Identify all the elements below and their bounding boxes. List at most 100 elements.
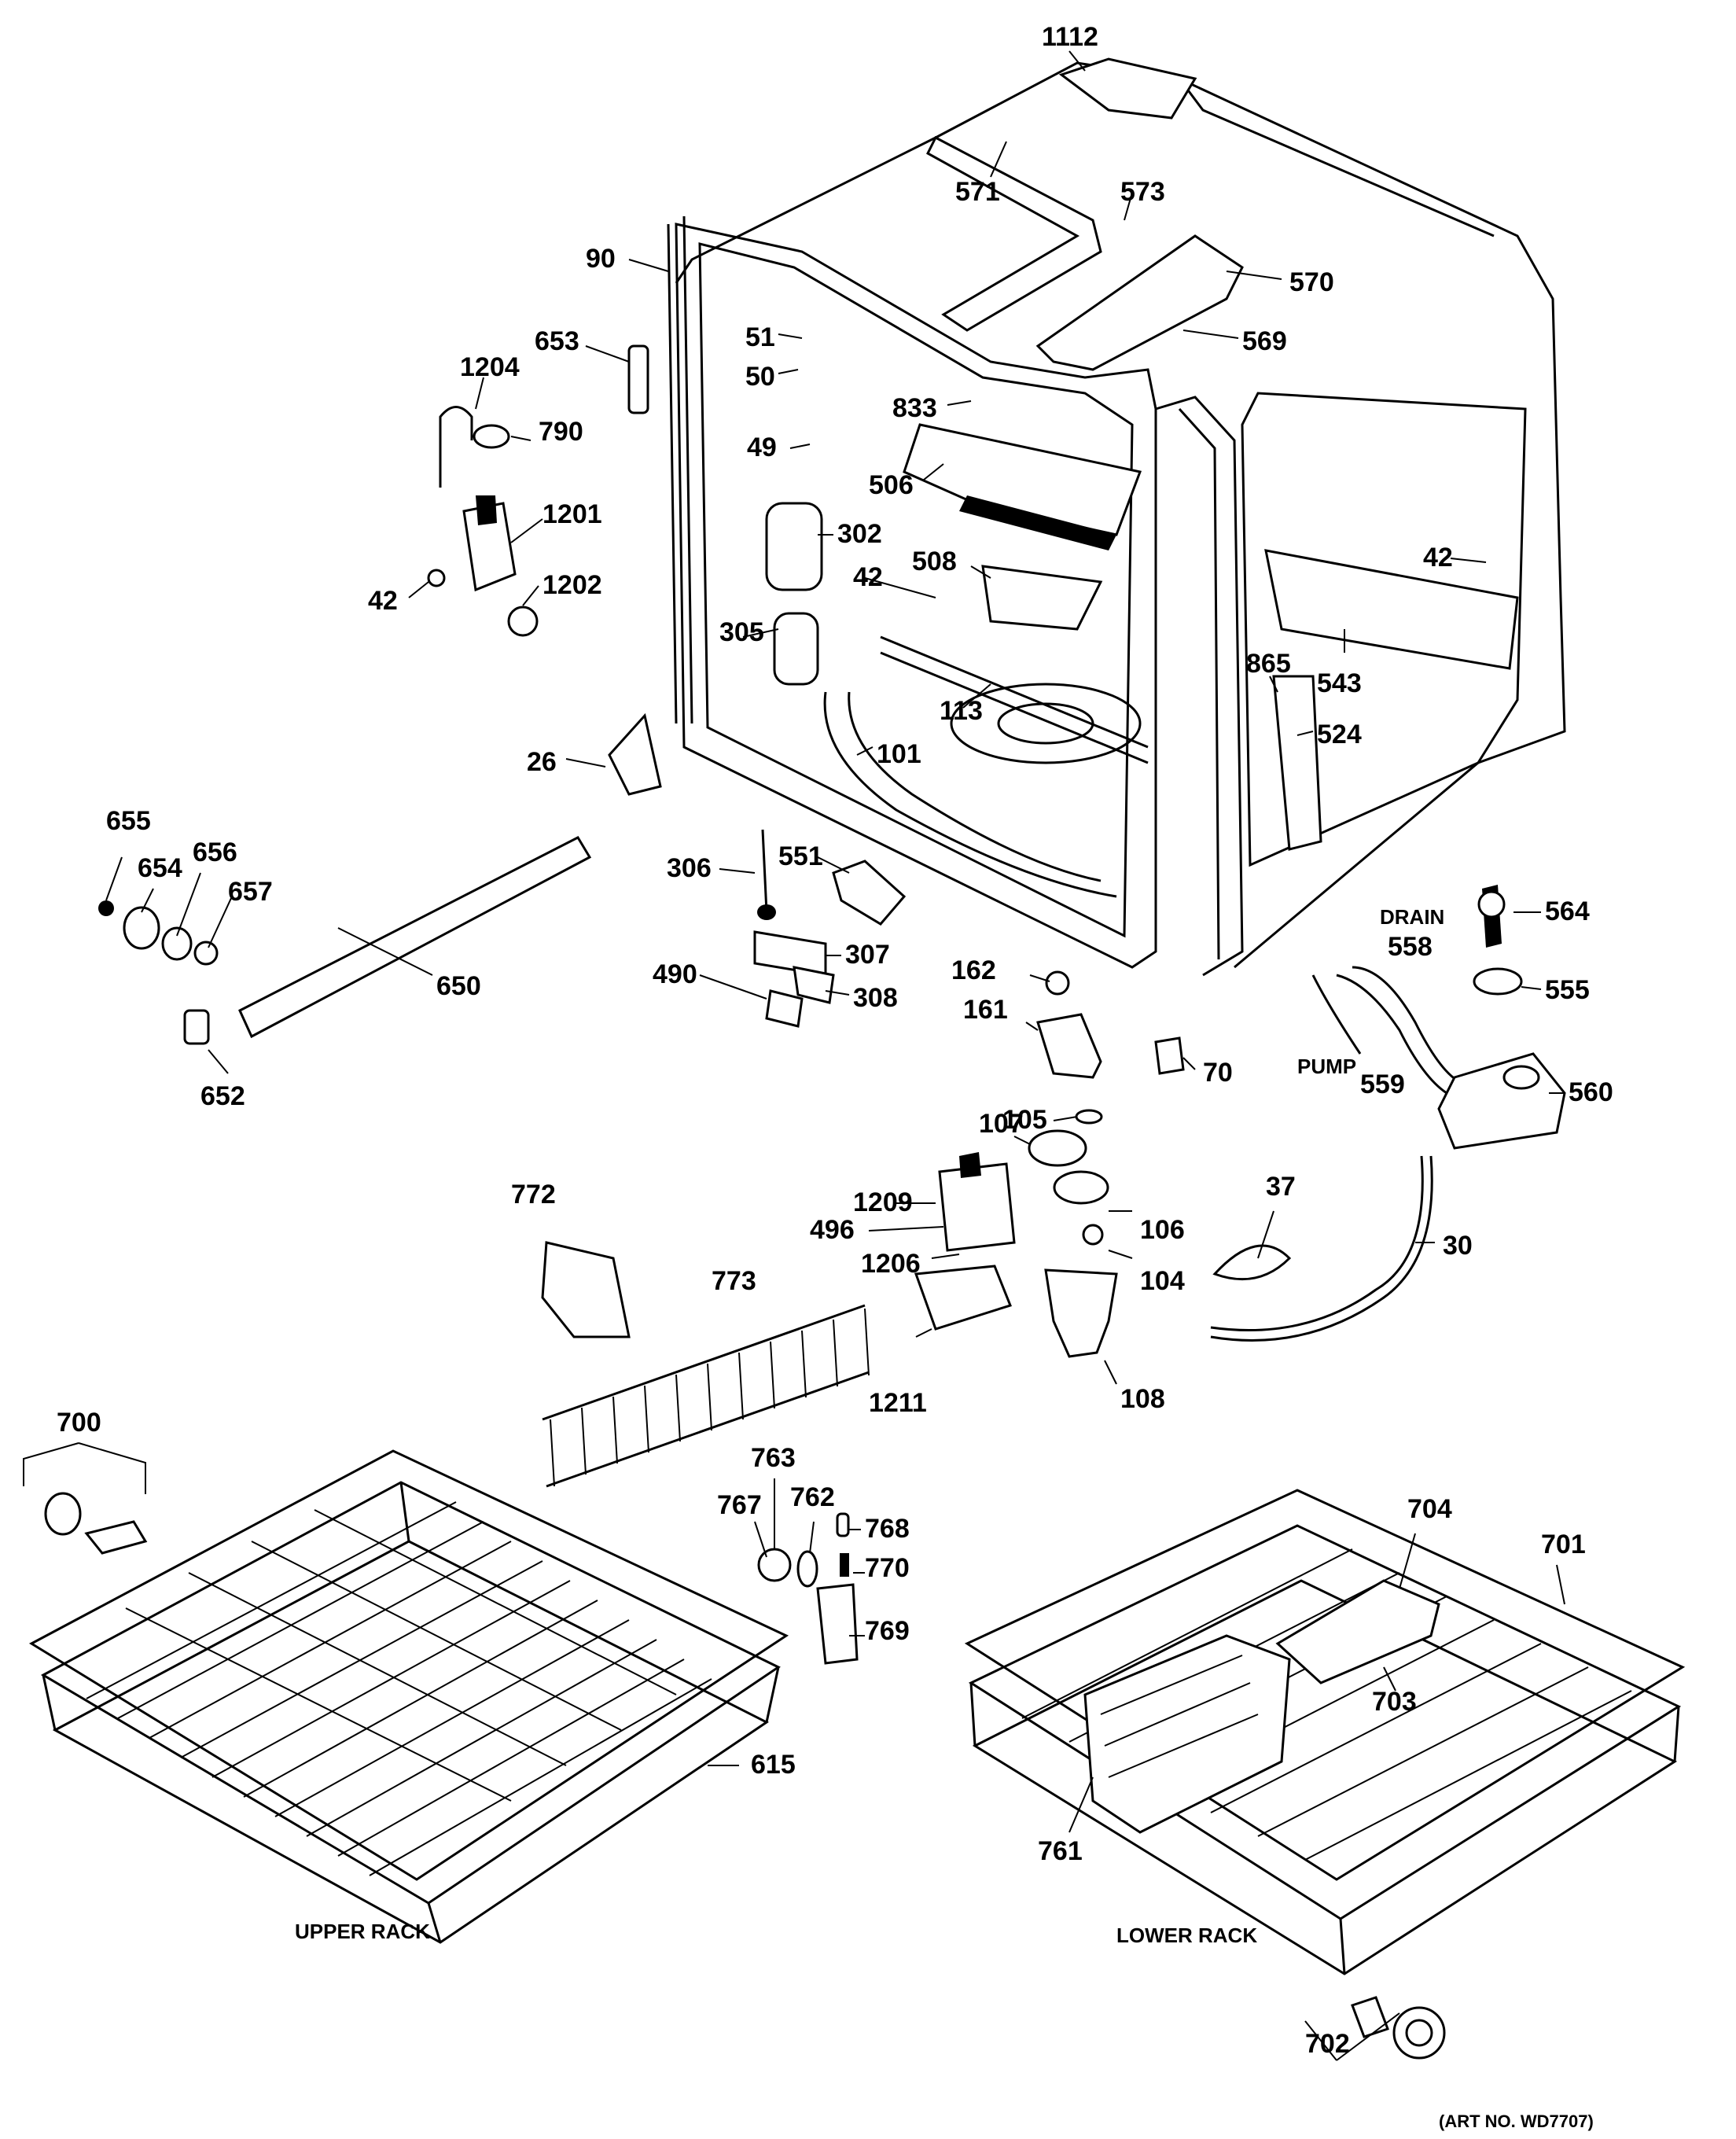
plate-106: [1053, 1170, 1109, 1205]
callout-1211: 1211: [869, 1388, 927, 1418]
callout-763: 763: [751, 1443, 796, 1473]
plate-107: [1028, 1129, 1087, 1167]
cylinder-302: [765, 502, 823, 591]
callout-655: 655: [106, 806, 151, 836]
callout-704: 704: [1407, 1494, 1452, 1524]
callout-560: 560: [1569, 1077, 1613, 1107]
callout-571: 571: [955, 177, 1000, 207]
foot-70: [1154, 1036, 1185, 1075]
callout-50: 50: [745, 362, 775, 392]
rail-650: [238, 836, 592, 1039]
spring-770: [840, 1553, 849, 1577]
callout-559: 559: [1360, 1070, 1405, 1099]
callout-307: 307: [845, 940, 890, 970]
callout-1202: 1202: [542, 570, 602, 600]
callout-701: 701: [1541, 1530, 1586, 1559]
part-37: [1212, 1244, 1292, 1281]
callout-108: 108: [1120, 1384, 1165, 1414]
callout-558: 558: [1388, 932, 1433, 962]
hose-559: [1311, 974, 1362, 1055]
callout-105: 105: [1002, 1105, 1047, 1135]
hose-30: [1210, 1155, 1433, 1342]
top-pad-1112: [1058, 57, 1197, 120]
callout-703: 703: [1372, 1687, 1417, 1717]
callout-496: 496: [810, 1215, 855, 1245]
label-drain: DRAIN: [1380, 905, 1444, 929]
nut-657: [193, 941, 219, 966]
wheel-700a: [44, 1492, 82, 1536]
callout-labels: 1112 571 573 570 569 90 51 50 833 653 12…: [57, 22, 1613, 2131]
callout-1112: 1112: [1042, 22, 1098, 52]
callout-161: 161: [963, 995, 1008, 1025]
callout-37: 37: [1266, 1172, 1296, 1202]
callout-42c: 42: [1423, 543, 1453, 572]
hose-1204: [439, 406, 473, 488]
callout-570: 570: [1289, 267, 1334, 297]
callout-653: 653: [535, 326, 579, 356]
callout-833: 833: [892, 393, 937, 423]
pin-768: [836, 1512, 850, 1537]
callout-506: 506: [869, 470, 914, 500]
callout-700: 700: [57, 1408, 101, 1438]
callout-768: 768: [865, 1514, 910, 1544]
callout-569: 569: [1242, 326, 1287, 356]
callout-90: 90: [586, 244, 616, 274]
callout-654: 654: [138, 853, 182, 883]
microswitch-490: [765, 989, 804, 1028]
washer-656: [161, 926, 193, 961]
callout-302: 302: [837, 519, 882, 549]
callout-162: 162: [951, 955, 996, 985]
bracket-524: [1272, 675, 1322, 851]
callout-555: 555: [1545, 975, 1590, 1005]
basket-761: [1083, 1634, 1291, 1834]
callout-306: 306: [667, 853, 712, 883]
clip-772: [541, 1241, 631, 1338]
hose-558: [1352, 966, 1459, 1083]
bolt-655: [98, 900, 114, 916]
bracket-570: [1035, 234, 1244, 371]
label-lower-rack: LOWER RACK: [1116, 1924, 1257, 1947]
leader-lines: [23, 50, 1565, 2061]
callout-772: 772: [511, 1180, 556, 1209]
float-108: [1044, 1268, 1118, 1358]
callout-652: 652: [200, 1081, 245, 1111]
shelf-704: [1275, 1579, 1440, 1684]
callout-1201: 1201: [542, 499, 602, 529]
pump-560: [1437, 1052, 1566, 1150]
filter-508: [981, 565, 1103, 631]
callout-113: 113: [940, 696, 983, 726]
label-pump: PUMP: [1297, 1055, 1356, 1078]
callout-1209: 1209: [853, 1187, 913, 1217]
dispenser-543: [1264, 549, 1519, 670]
bracket-1211: [914, 1265, 1012, 1331]
part-162: [1045, 970, 1070, 996]
callout-770: 770: [865, 1553, 910, 1583]
callout-657: 657: [228, 877, 273, 907]
callout-51: 51: [745, 322, 775, 352]
bracket-26: [608, 712, 662, 796]
bracket-161: [1036, 1013, 1102, 1079]
oring-555: [1473, 967, 1523, 996]
callout-865: 865: [1246, 649, 1291, 679]
roller-702a: [1351, 1996, 1389, 2038]
slide-769: [816, 1583, 859, 1665]
switch-307: [753, 930, 827, 977]
callout-524: 524: [1317, 720, 1362, 749]
loose-parts: [44, 344, 1566, 2060]
callout-30: 30: [1443, 1231, 1473, 1261]
lower-rack: [964, 1489, 1686, 1975]
plate-653: [627, 344, 649, 414]
cylinder-305: [773, 612, 819, 686]
callout-564: 564: [1545, 896, 1590, 926]
tub-assembly: [608, 57, 1566, 977]
callout-1204: 1204: [460, 352, 520, 382]
shelf-773: [542, 1304, 870, 1488]
valve-1209: [938, 1162, 1016, 1252]
callout-656: 656: [193, 838, 237, 867]
callout-1206: 1206: [861, 1249, 921, 1279]
sensor-551: [832, 860, 907, 926]
callout-702: 702: [1305, 2029, 1350, 2059]
rail-571: [926, 135, 1102, 332]
art-number: (ART NO. WD7707): [1439, 2111, 1594, 2131]
